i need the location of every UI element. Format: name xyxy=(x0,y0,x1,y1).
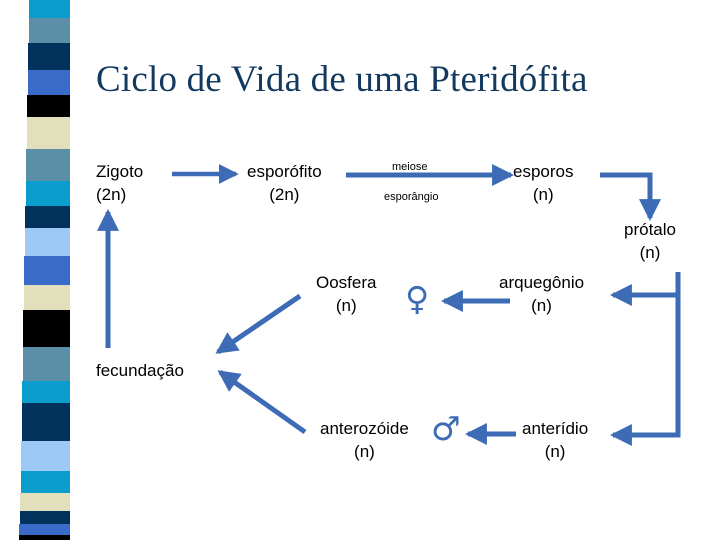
node-protalo: prótalo (n) xyxy=(624,218,676,264)
stripe-band xyxy=(27,117,70,149)
arrow-protalo-to-anteridio xyxy=(609,295,681,447)
node-esporofito: esporófito (2n) xyxy=(247,160,322,206)
node-anterozoide-ploidy: (n) xyxy=(354,442,375,461)
stripe-band xyxy=(20,511,70,524)
stripe-band xyxy=(28,70,70,95)
arrow-esporos-to-protalo xyxy=(600,172,662,222)
node-zigoto-ploidy: (2n) xyxy=(96,185,127,204)
node-anterozoide-label: anterozóide xyxy=(320,419,409,438)
female-symbol: ♀ xyxy=(405,279,430,318)
node-oosfera-ploidy: (n) xyxy=(335,296,357,315)
stripe-band xyxy=(27,95,70,117)
stripe-band xyxy=(23,310,70,347)
stripe-band xyxy=(22,403,70,441)
stripe-band xyxy=(26,181,70,206)
node-oosfera: Oosfera (n) xyxy=(316,271,376,317)
stripe-band xyxy=(26,149,70,181)
node-protalo-label: prótalo xyxy=(624,220,676,239)
node-anteridio-ploidy: (n) xyxy=(544,442,566,461)
stripe-band xyxy=(22,381,70,403)
stripe-band xyxy=(25,206,70,228)
node-esporofito-ploidy: (2n) xyxy=(269,185,300,204)
stripe-band xyxy=(19,524,70,535)
label-meiose: meiose xyxy=(392,161,428,173)
stripe-band xyxy=(29,0,70,18)
label-fecundacao: fecundação xyxy=(96,361,184,380)
arrow-anterozoide-to-fecundacao xyxy=(217,369,307,435)
page-title: Ciclo de Vida de uma Pteridófita xyxy=(96,59,588,100)
node-arquegonio-label: arquegônio xyxy=(499,273,585,292)
node-anterozoide: anterozóide (n) xyxy=(320,417,409,463)
label-esporangio: esporângio xyxy=(384,191,439,203)
node-anteridio: anterídio (n) xyxy=(522,417,588,463)
male-symbol: ♂ xyxy=(431,409,461,448)
stripe-band xyxy=(19,535,70,540)
stripe-band xyxy=(20,493,70,511)
stripe-band xyxy=(24,285,70,310)
stripe-band xyxy=(29,18,70,43)
node-arquegonio-ploidy: (n) xyxy=(531,296,552,315)
left-stripe-decoration xyxy=(0,0,70,540)
arrow-protalo-to-arquegonio xyxy=(609,272,681,307)
node-protalo-ploidy: (n) xyxy=(639,243,661,262)
stripe-band xyxy=(24,256,70,285)
stripe-band xyxy=(21,441,70,471)
node-esporofito-label: esporófito xyxy=(247,162,322,181)
node-anteridio-label: anterídio xyxy=(522,419,589,438)
node-zigoto-label: Zigoto xyxy=(96,162,144,181)
node-arquegonio: arquegônio (n) xyxy=(499,271,584,317)
node-oosfera-label: Oosfera xyxy=(316,273,377,292)
stripe-band xyxy=(23,347,70,381)
node-zigoto: Zigoto (2n) xyxy=(96,160,143,206)
stripe-band xyxy=(28,43,70,70)
node-esporos: esporos (n) xyxy=(513,160,573,206)
node-esporos-ploidy: (n) xyxy=(532,185,554,204)
arrow-oosfera-to-fecundacao xyxy=(215,293,302,355)
node-esporos-label: esporos xyxy=(513,162,574,181)
stripe-band xyxy=(21,471,70,493)
stripe-band xyxy=(25,228,70,256)
